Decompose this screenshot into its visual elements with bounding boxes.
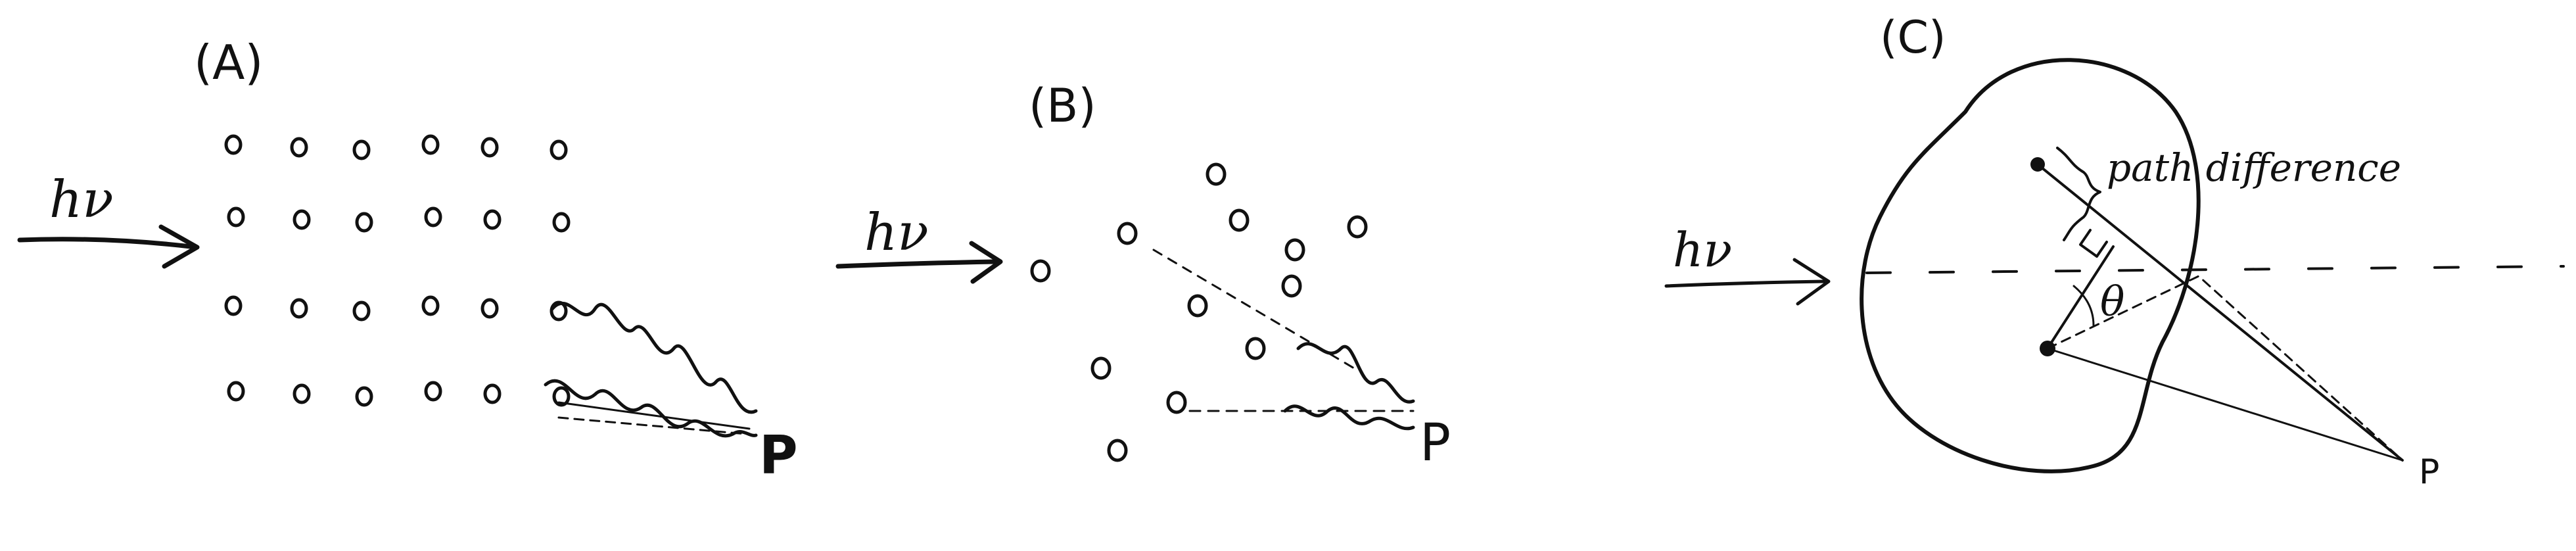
panel-a-point-p: P [759,425,798,486]
panel-a-atom [552,386,571,407]
panel-b-atom [1347,215,1368,239]
panel-a-atom [355,212,373,233]
panel-a-atom [550,139,568,160]
panel-a-arrowhead [158,224,200,269]
panel-a-atom [424,206,442,228]
panel-a-photon-arrow: hν [17,170,200,269]
panel-b-atom [1281,274,1302,298]
panel-a-atom [290,298,308,319]
panel-b: (B) hν P [835,79,1451,473]
panel-b-label: (B) [1029,79,1096,133]
panel-c: (C) hν path difference θ P [1664,12,2565,492]
panel-a-scattered-waves [544,302,758,438]
panel-b-atom [1187,294,1208,318]
panel-b-atom [1166,391,1187,414]
panel-a-atom [424,381,442,402]
panel-b-atom [1030,259,1051,283]
panel-b-atom [1284,238,1305,262]
panel-a-atom [483,209,502,230]
panel-a-arrow-shaft [17,237,193,249]
panel-c-angle-arc [2073,285,2095,327]
panel-a-label: (A) [194,35,263,90]
panel-a-atom [227,381,245,402]
panel-c-right-angle-mark [2079,229,2108,258]
panel-c-photon-arrow: hν [1664,222,1831,306]
panel-a-photon-label: hν [49,170,114,229]
panel-a-atom [290,137,308,158]
panel-c-perpendicular [2046,245,2115,350]
panel-c-theta-label: θ [2100,277,2124,325]
panel-b-atom [1090,356,1112,380]
panel-a-atom [352,139,371,160]
panel-a-ray-to-p [557,401,751,430]
panel-b-arrow-shaft [835,259,998,269]
panel-b-random-atoms [1030,162,1368,462]
panel-c-path-difference-label: path difference [2107,145,2401,190]
panel-a-atom-lattice [224,134,571,407]
panel-b-atom [1206,162,1227,186]
panel-b-atom [1229,208,1250,232]
panel-c-dashed-ray [2046,275,2404,462]
panel-b-atom [1245,337,1266,360]
panel-c-photon-label: hν [1673,222,1732,277]
panel-b-atom [1107,439,1128,462]
panel-a-atom [224,295,243,316]
panel-a-wave-lower [544,379,758,438]
panel-c-ray-upper [2036,163,2404,462]
panel-a-atom [421,134,440,155]
panel-a-atom [224,134,243,155]
panel-a-atom [552,212,571,233]
panel-c-arrowhead [1792,258,1831,306]
panel-a-atom [483,383,502,404]
panel-b-photon-label: hν [864,203,929,262]
panel-a-atom [480,137,499,158]
panel-a: (A) hν P [17,35,798,486]
panel-a-atom [293,209,311,230]
panel-c-scattering-body [1860,58,2201,473]
panel-a-dashed-ray [557,416,747,435]
panel-b-wave-lower [1283,404,1415,431]
panel-c-incident-axis [1865,265,2565,274]
panel-c-point-p: P [2419,452,2439,492]
panel-a-atom [480,298,499,319]
panel-b-atom [1117,222,1138,245]
panel-c-arrow-shaft [1664,279,1826,288]
panel-a-atom [355,386,373,407]
panel-c-label: (C) [1880,12,1946,64]
panel-a-wave-upper [550,302,758,414]
panel-a-atom [227,206,245,228]
panel-a-atom [352,300,371,322]
panel-b-arrowhead [969,241,1003,284]
panel-c-ray-lower [2046,347,2404,462]
panel-a-atom [293,383,311,404]
panel-a-atom [421,295,440,316]
panel-b-photon-arrow: hν [835,203,1003,284]
panel-b-wave-upper [1296,342,1415,404]
panel-b-point-p: P [1420,414,1451,473]
panel-b-scattered-waves [1152,249,1415,431]
panel-c-path-brace [2056,147,2101,241]
